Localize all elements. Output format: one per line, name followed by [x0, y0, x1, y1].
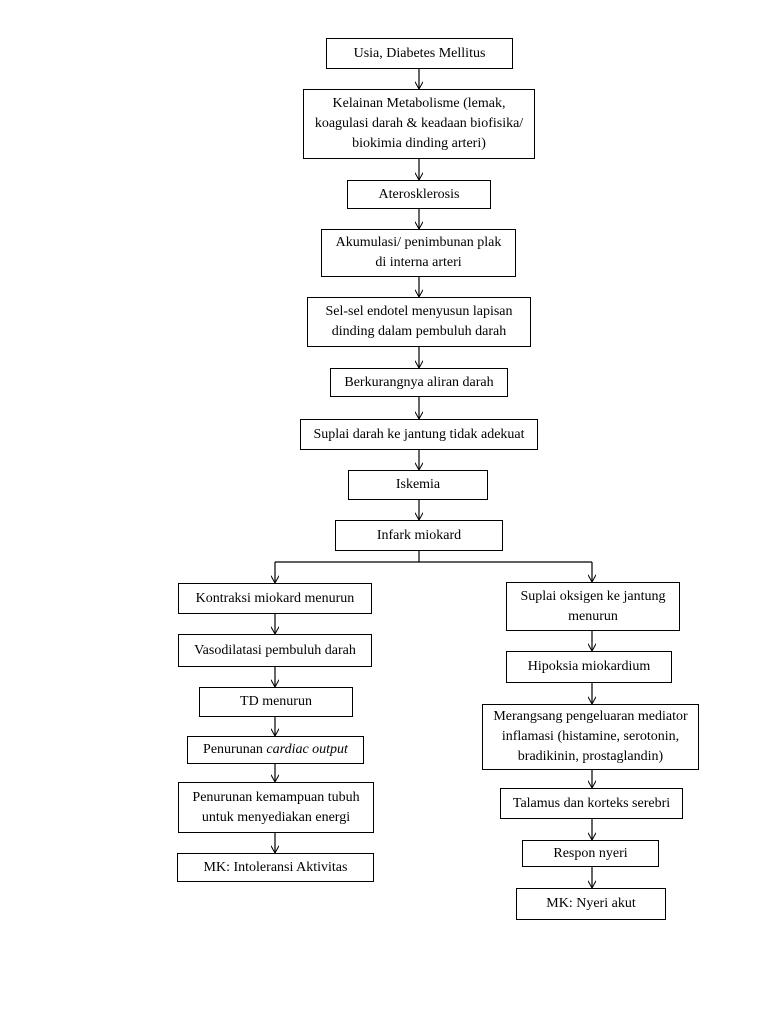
- node-usia-diabetes: Usia, Diabetes Mellitus: [326, 38, 513, 69]
- node-mk-intoleransi-aktivitas: MK: Intoleransi Aktivitas: [177, 853, 374, 882]
- node-penurunan-kemampuan: Penurunan kemampuan tubuh untuk menyedia…: [178, 782, 374, 833]
- node-iskemia: Iskemia: [348, 470, 488, 500]
- node-iskemia-text: Iskemia: [395, 477, 441, 492]
- node-suplai-oksigen-line-1: Suplai oksigen ke jantung: [520, 588, 666, 604]
- node-suplai-darah-text: Suplai darah ke jantung tidak adekuat: [313, 426, 525, 442]
- node-akumulasi-plak: Akumulasi/ penimbunan plak di interna ar…: [321, 229, 516, 277]
- node-kelainan-line-3: biokimia dinding arteri): [352, 136, 486, 151]
- node-aterosklerosis: Aterosklerosis: [347, 180, 491, 209]
- node-penurunan-co-italic: cardiac output: [266, 742, 348, 757]
- node-mk-nyeri-text: MK: Nyeri akut: [546, 896, 636, 911]
- node-kelainan-line-2: koagulasi darah & keadaan biofisika/: [314, 116, 524, 131]
- node-kemampuan-line-2: untuk menyediakan energi: [201, 809, 351, 825]
- node-mk-intoleransi-text: MK: Intoleransi Aktivitas: [203, 859, 348, 875]
- node-merangsang-line-2: inflamasi (histamine, serotonin,: [501, 729, 680, 744]
- node-respon-text: Respon nyeri: [553, 845, 628, 861]
- node-kemampuan-line-1: Penurunan kemampuan tubuh: [192, 789, 360, 805]
- node-kelainan-line-1: Kelainan Metabolisme (lemak,: [332, 96, 506, 111]
- node-penurunan-co-text: Penurunan cardiac output: [203, 740, 348, 760]
- node-infark-miokard: Infark miokard: [335, 520, 503, 551]
- node-merangsang-line-1: Merangsang pengeluaran mediator: [493, 709, 688, 724]
- node-hipoksia-miokardium: Hipoksia miokardium: [506, 651, 672, 683]
- node-selsel-line-2: dinding dalam pembuluh darah: [331, 324, 507, 339]
- node-penurunan-cardiac-output: Penurunan cardiac output: [187, 736, 364, 764]
- node-aterosklerosis-text: Aterosklerosis: [378, 186, 460, 202]
- node-suplai-darah: Suplai darah ke jantung tidak adekuat: [300, 419, 538, 450]
- node-kelainan-metabolisme: Kelainan Metabolisme (lemak, koagulasi d…: [303, 89, 535, 159]
- node-suplai-oksigen: Suplai oksigen ke jantung menurun: [506, 582, 680, 631]
- node-selsel-line-1: Sel-sel endotel menyusun lapisan: [325, 304, 513, 319]
- node-kontraksi-miokard: Kontraksi miokard menurun: [178, 583, 372, 614]
- node-kontraksi-text: Kontraksi miokard menurun: [195, 590, 355, 606]
- node-mk-nyeri-akut: MK: Nyeri akut: [516, 888, 666, 920]
- node-infark-text: Infark miokard: [376, 527, 462, 543]
- node-berkurangnya-aliran: Berkurangnya aliran darah: [330, 368, 508, 397]
- node-akumulasi-line-2: di interna arteri: [375, 255, 462, 270]
- node-talamus-korteks: Talamus dan korteks serebri: [500, 788, 683, 819]
- node-suplai-oksigen-line-2: menurun: [568, 608, 618, 624]
- node-vasodilatasi: Vasodilatasi pembuluh darah: [178, 634, 372, 667]
- node-akumulasi-line-1: Akumulasi/ penimbunan plak: [335, 235, 502, 250]
- node-penurunan-co-prefix: Penurunan: [203, 742, 267, 757]
- node-respon-nyeri: Respon nyeri: [522, 840, 659, 867]
- node-berkurangnya-text: Berkurangnya aliran darah: [344, 374, 494, 390]
- node-merangsang-mediator: Merangsang pengeluaran mediator inflamas…: [482, 704, 699, 770]
- node-usia-text: Usia, Diabetes Mellitus: [353, 45, 486, 61]
- node-merangsang-line-3: bradikinin, prostaglandin): [517, 749, 664, 764]
- node-talamus-text: Talamus dan korteks serebri: [512, 795, 671, 811]
- node-vasodilatasi-text: Vasodilatasi pembuluh darah: [194, 642, 356, 658]
- node-hipoksia-text: Hipoksia miokardium: [527, 659, 651, 674]
- node-td-menurun: TD menurun: [199, 687, 353, 717]
- node-sel-endotel: Sel-sel endotel menyusun lapisan dinding…: [307, 297, 531, 347]
- node-td-text: TD menurun: [240, 694, 312, 709]
